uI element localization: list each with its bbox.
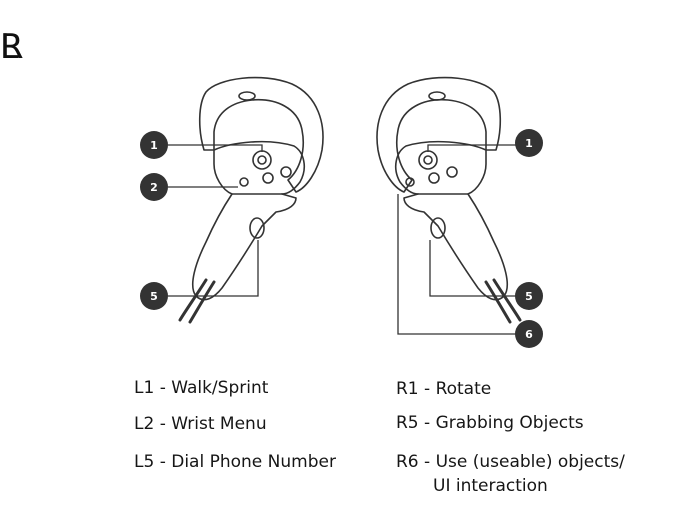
right-controller (376, 76, 522, 324)
left-ring-sensor (238, 91, 256, 101)
left-button-y (280, 166, 292, 178)
legend-r6: R6 - Use (useable) objects/ (396, 452, 625, 472)
badge-left-1: 1 (140, 131, 168, 159)
leader-l1 (168, 144, 263, 152)
badge-left-2: 2 (140, 173, 168, 201)
right-handle (403, 193, 509, 301)
badge-left-2-label: 2 (150, 181, 158, 194)
right-cable (492, 278, 522, 322)
left-grip-trigger (249, 217, 265, 239)
legend-l5: L5 - Dial Phone Number (134, 452, 336, 472)
legend-r5: R5 - Grabbing Objects (396, 413, 584, 433)
legend-r6-continuation: UI interaction (433, 476, 548, 496)
left-handle (191, 193, 297, 301)
right-grip-trigger (430, 217, 446, 239)
left-cable (178, 278, 208, 322)
leader-r6 (397, 194, 516, 335)
right-button-b (446, 166, 458, 178)
right-controller-title: R (0, 27, 24, 67)
left-controller-title: L (0, 27, 19, 67)
right-face-plate (394, 140, 487, 195)
left-button-x (262, 172, 274, 184)
right-oculus-button (405, 177, 415, 187)
badge-left-5-label: 5 (150, 290, 158, 303)
right-ring-sensor (428, 91, 446, 101)
right-leader-lines (397, 144, 516, 335)
leader-l5 (168, 240, 259, 297)
left-menu-button (239, 177, 249, 187)
left-thumbstick (252, 150, 272, 170)
badge-right-5: 5 (515, 282, 543, 310)
badge-right-1: 1 (515, 129, 543, 157)
leader-r1 (427, 144, 516, 152)
legend-l2: L2 - Wrist Menu (134, 414, 267, 434)
right-button-a (428, 172, 440, 184)
badge-right-6: 6 (515, 320, 543, 348)
leader-r5 (429, 240, 516, 297)
left-tracking-ring (198, 76, 324, 193)
left-controller (178, 76, 324, 324)
legend-r1: R1 - Rotate (396, 379, 492, 399)
badge-right-1-label: 1 (525, 137, 533, 150)
left-leader-lines (168, 144, 263, 297)
badge-right-5-label: 5 (525, 290, 533, 303)
right-thumbstick (418, 150, 438, 170)
legend-l1: L1 - Walk/Sprint (134, 378, 269, 398)
badge-left-5: 5 (140, 282, 168, 310)
badge-right-6-label: 6 (525, 328, 533, 341)
right-tracking-ring (376, 76, 502, 193)
badge-left-1-label: 1 (150, 139, 158, 152)
